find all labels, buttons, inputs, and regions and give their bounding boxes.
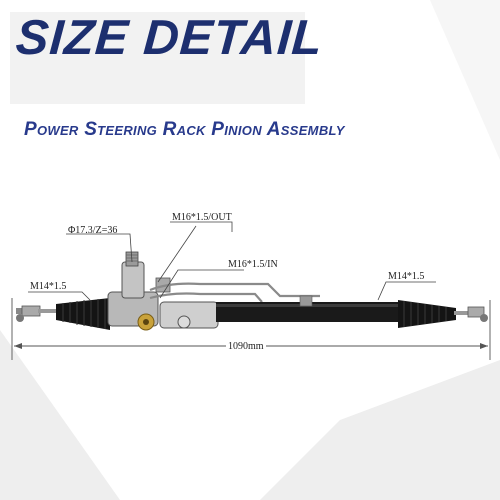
port-in-label: M16*1.5/IN — [228, 259, 278, 270]
overall-length-label: 1090mm — [226, 341, 266, 352]
cylinder-mount — [159, 301, 219, 329]
left-tie-rod-end — [16, 305, 58, 322]
left-thread-label: M14*1.5 — [30, 281, 67, 292]
hydraulic-lines — [149, 282, 320, 303]
left-boot — [56, 298, 110, 330]
page-subtitle: Power Steering Rack Pinion Assembly — [24, 119, 345, 140]
title-banner — [10, 12, 305, 104]
pinion-spec-label: Φ17.3/Z=36 — [68, 225, 118, 236]
valve-housing — [107, 251, 171, 331]
rack-tube — [216, 295, 398, 322]
right-boot — [398, 300, 456, 328]
leader-lines — [28, 221, 436, 301]
right-tie-rod-end — [454, 306, 488, 322]
port-out-label: M16*1.5/OUT — [172, 212, 232, 223]
right-thread-label: M14*1.5 — [388, 271, 425, 282]
